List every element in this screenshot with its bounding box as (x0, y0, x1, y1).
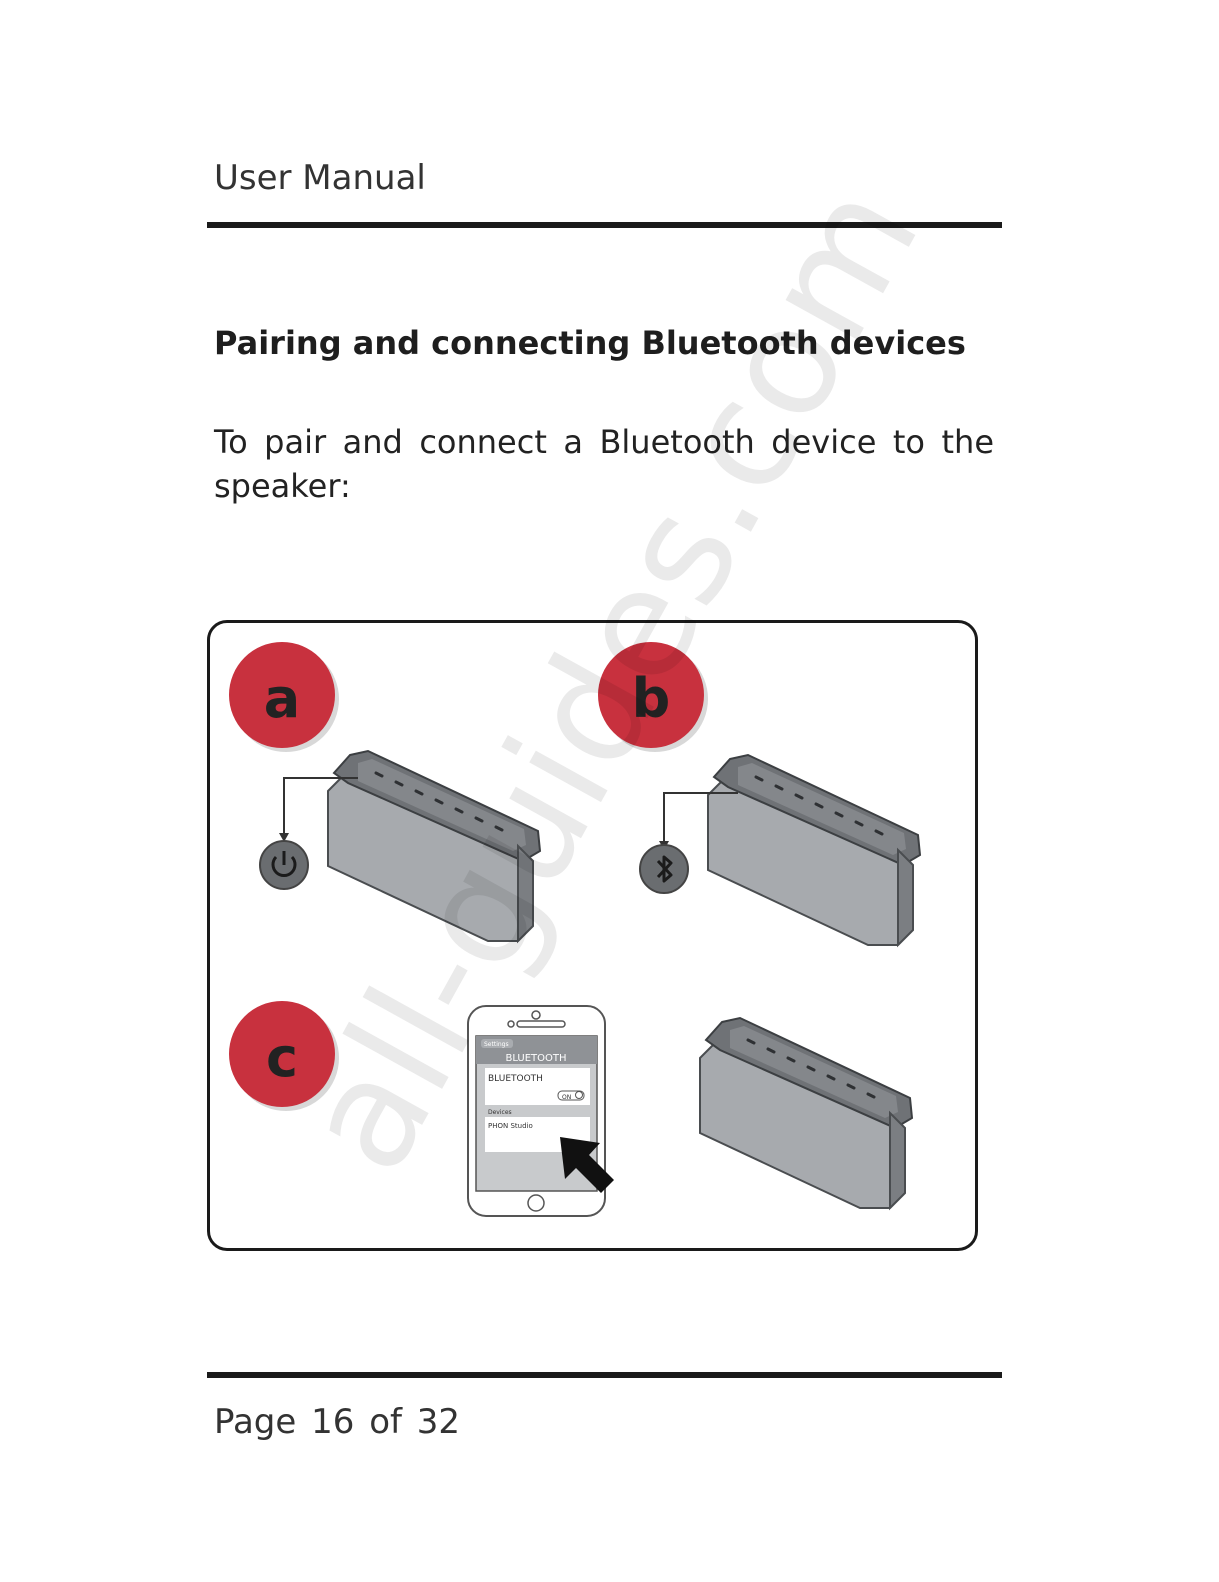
header-rule (207, 222, 1002, 228)
section-title: Pairing and connecting Bluetooth devices (214, 324, 966, 362)
svg-text:ON: ON (562, 1094, 571, 1101)
step-label-c: c (266, 1026, 298, 1089)
svg-text:BLUETOOTH: BLUETOOTH (488, 1074, 543, 1084)
step-c: c (229, 1001, 339, 1111)
step-b: b (598, 642, 708, 752)
speaker-b (708, 755, 920, 945)
svg-text:Settings: Settings (484, 1041, 509, 1048)
header-title: User Manual (214, 158, 426, 198)
intro-paragraph: To pair and connect a Bluetooth device t… (214, 420, 994, 508)
step-label-a: a (264, 667, 300, 730)
speaker-c (700, 1018, 912, 1208)
phone: Settings BLUETOOTH BLUETOOTH ON Devices … (468, 1006, 614, 1216)
svg-text:PHON Studio: PHON Studio (488, 1122, 533, 1130)
speaker-a (328, 751, 540, 941)
pairing-illustration: a b c (207, 620, 978, 1251)
step-a: a (229, 642, 339, 752)
svg-text:BLUETOOTH: BLUETOOTH (505, 1053, 566, 1064)
step-label-b: b (632, 667, 671, 730)
svg-text:Devices: Devices (488, 1109, 512, 1116)
footer-rule (207, 1372, 1002, 1378)
page-number: Page 16 of 32 (214, 1402, 460, 1442)
